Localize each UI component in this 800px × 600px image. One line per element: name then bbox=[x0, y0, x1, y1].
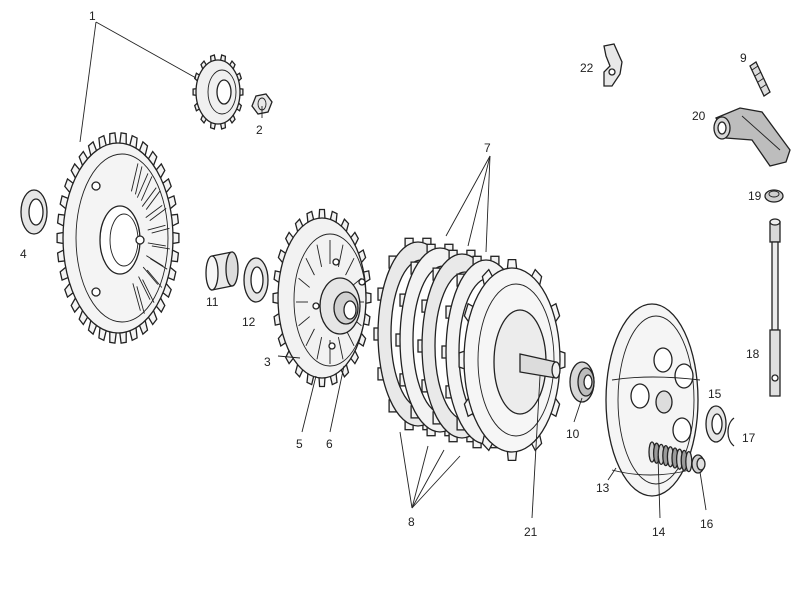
part-22-clip-bracket bbox=[603, 43, 623, 87]
basket-slot bbox=[134, 166, 143, 195]
callout-5: 5 bbox=[296, 437, 303, 451]
basket-slot bbox=[151, 227, 170, 234]
basket-slot bbox=[132, 283, 141, 311]
hub-spline bbox=[345, 257, 355, 276]
basket-slot bbox=[140, 176, 153, 201]
callout-21: 21 bbox=[524, 525, 538, 539]
callout-13: 13 bbox=[596, 481, 610, 495]
spring-coil bbox=[685, 450, 693, 473]
basket-slot bbox=[147, 242, 166, 247]
part-9-bolt bbox=[749, 61, 771, 97]
basket-slot bbox=[136, 286, 145, 314]
callout-12: 12 bbox=[242, 315, 256, 329]
leader-lines bbox=[79, 21, 707, 519]
callout-16: 16 bbox=[700, 517, 714, 531]
basket-slot bbox=[150, 258, 168, 270]
callout-14: 14 bbox=[652, 525, 666, 539]
callout-19: 19 bbox=[748, 189, 762, 203]
hub-spline bbox=[305, 257, 315, 276]
part-2-primary-drive-gear bbox=[192, 54, 244, 130]
callout-6: 6 bbox=[326, 437, 333, 451]
part-1-clutch-basket bbox=[56, 132, 180, 344]
callout-10: 10 bbox=[566, 427, 580, 441]
part-14-spring bbox=[648, 441, 693, 473]
callout-4: 4 bbox=[20, 247, 27, 261]
part-17-circlip bbox=[727, 417, 735, 447]
part-18-release-shaft bbox=[769, 218, 781, 397]
callout-1: 1 bbox=[89, 9, 96, 23]
basket-slot bbox=[145, 190, 161, 210]
part-20-release-lever bbox=[713, 107, 791, 167]
callout-18: 18 bbox=[746, 347, 760, 361]
callout-17: 17 bbox=[742, 431, 756, 445]
part-12-washer bbox=[243, 257, 269, 303]
callout-11: 11 bbox=[206, 295, 219, 309]
basket-slot bbox=[130, 163, 139, 192]
part-4-thrust-washer bbox=[20, 189, 48, 235]
part-3-clutch-hub bbox=[272, 208, 372, 388]
basket-slot bbox=[146, 269, 163, 288]
basket-slot bbox=[142, 266, 159, 285]
callout-8: 8 bbox=[408, 515, 415, 529]
basket-slot bbox=[151, 245, 170, 250]
basket-slot bbox=[138, 276, 151, 300]
callout-15: 15 bbox=[708, 387, 722, 401]
part-10-release-bearing bbox=[569, 361, 595, 403]
hub-spline bbox=[316, 244, 323, 267]
part-16-adjuster-screw bbox=[691, 454, 706, 474]
hub-spline bbox=[305, 328, 315, 347]
callout-labels: 1 2 3 4 5 6 7 8 9 10 11 12 13 14 15 16 1… bbox=[20, 9, 762, 539]
basket-slot bbox=[145, 205, 163, 218]
callout-22: 22 bbox=[580, 61, 594, 75]
basket-slot bbox=[142, 279, 155, 303]
callout-9: 9 bbox=[740, 51, 747, 65]
hub-spline bbox=[298, 316, 310, 327]
part-11-bushing bbox=[205, 251, 239, 291]
callout-20: 20 bbox=[692, 109, 706, 123]
hub-spline bbox=[298, 277, 310, 288]
part-2-nut bbox=[251, 93, 273, 115]
basket-slot bbox=[149, 208, 167, 221]
hub-spline bbox=[316, 337, 323, 360]
basket-slot bbox=[136, 173, 149, 198]
basket-slot bbox=[147, 224, 166, 231]
callout-2: 2 bbox=[256, 123, 263, 137]
part-15-washer bbox=[705, 405, 727, 443]
part-21-pressure-plate bbox=[458, 258, 566, 462]
hub-spline bbox=[337, 337, 344, 360]
basket-slot bbox=[141, 187, 157, 207]
callout-3: 3 bbox=[264, 355, 271, 369]
callout-7: 7 bbox=[484, 141, 491, 155]
part-19-o-ring bbox=[764, 189, 784, 203]
